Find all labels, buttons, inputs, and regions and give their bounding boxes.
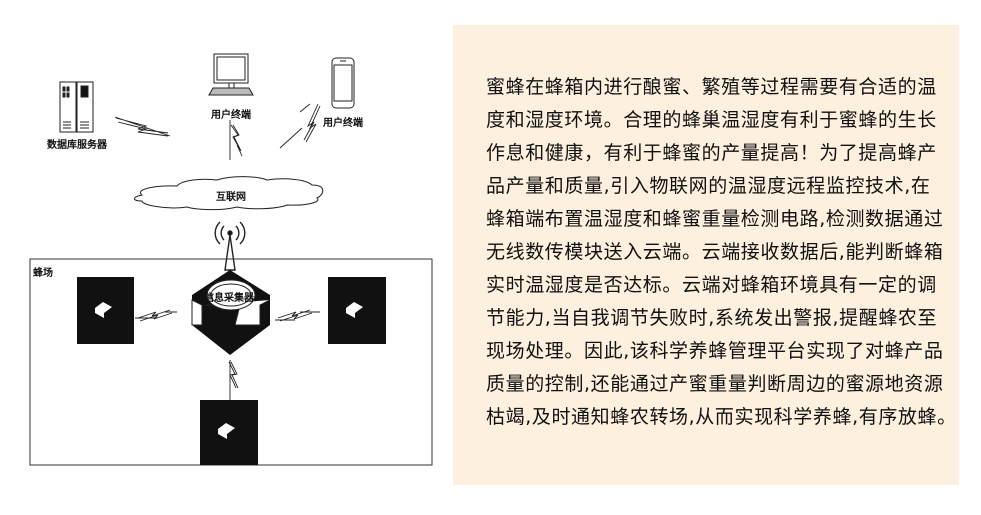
computer-icon	[208, 53, 254, 96]
database-server-icon	[59, 81, 94, 133]
cloud-label: 互联网	[216, 192, 246, 203]
text-line: 实时温湿度是否达标。云端对蜂箱环境具有一定的调	[486, 274, 937, 296]
text-line: 作息和健康，有利于蜂蜜的产量提高！为了提高蜂产	[486, 142, 937, 164]
lightning-link-icons	[114, 103, 321, 400]
text-line: 蜜蜂在蜂箱内进行酿蜜、繁殖等过程需要有合适的温	[486, 76, 937, 98]
beehive-icon	[200, 400, 258, 465]
text-line: 蜂箱端布置温湿度和蜂蜜重量检测电路,检测数据通过	[486, 208, 944, 230]
cloud-shape	[134, 176, 324, 211]
beehive-icon	[328, 277, 386, 344]
beehive-icon	[77, 277, 134, 344]
text-line: 无线数传模块送入云端。云端接收数据后,能判断蜂箱	[486, 241, 944, 263]
collector-label: 信息采集器	[204, 293, 254, 304]
description-panel: 蜜蜂在蜂箱内进行酿蜜、繁殖等过程需要有合适的温 度和湿度环境。合理的蜂巢温湿度有…	[453, 25, 959, 485]
text-line: 度和湿度环境。合理的蜂巢温湿度有利于蜜蜂的生长	[486, 109, 937, 131]
text-line: 质量的控制,还能通过产蜜重量判断周边的蜜源地资源	[486, 373, 944, 395]
antenna-icon	[214, 221, 246, 271]
pc-terminal-label: 用户终端	[211, 110, 251, 121]
text-line: 品产量和质量,引入物联网的温湿度远程监控技术,在	[486, 175, 931, 197]
text-line: 现场处理。因此,该科学养蜂管理平台实现了对蜂产品	[486, 340, 944, 362]
text-line: 枯竭,及时通知蜂农转场,从而实现科学养蜂,有序放蜂。	[486, 406, 957, 428]
server-label: 数据库服务器	[47, 140, 107, 151]
phone-terminal-label: 用户终端	[323, 118, 363, 129]
text-line: 节能力,当自我调节失败时,系统发出警报,提醒蜂农至	[486, 307, 938, 329]
field-label: 蜂场	[33, 268, 53, 279]
phone-icon	[331, 57, 355, 109]
collector-icon	[191, 270, 271, 355]
iot-beekeeping-diagram	[29, 53, 433, 466]
